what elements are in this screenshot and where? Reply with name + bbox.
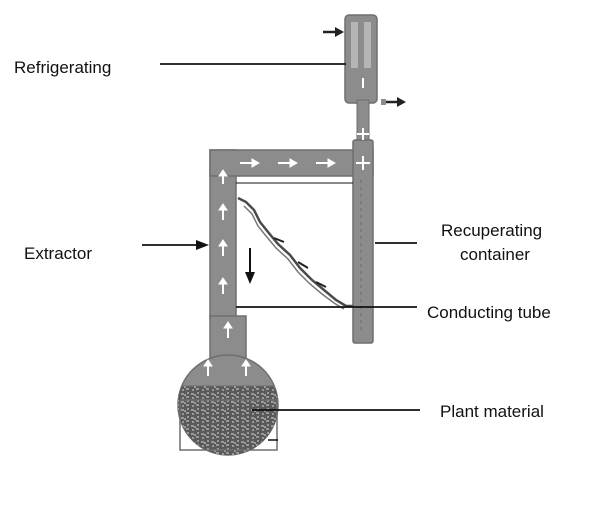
- condenser: [344, 14, 378, 146]
- flow-arrow-icon: [203, 359, 213, 376]
- flow-arrow-icon: [241, 359, 251, 376]
- flow-arrow-icon: [223, 321, 233, 338]
- extractor-arrow-icon: [196, 240, 209, 250]
- label-recuperating-line1: Recuperating: [441, 221, 542, 240]
- flow-arrow-icon: [218, 169, 228, 184]
- flow-arrow-icon: [218, 203, 228, 220]
- coolant-in-arrow-icon: [323, 27, 344, 37]
- flow-arrow-icon: [240, 158, 261, 168]
- flow-arrow-icon: [278, 158, 299, 168]
- leader-lines: [142, 63, 420, 411]
- siphon-tube: [236, 182, 353, 310]
- label-refrigerating: Refrigerating: [14, 58, 111, 77]
- flow-arrow-icon: [356, 156, 370, 170]
- flow-arrow-icon: [316, 158, 337, 168]
- label-extractor: Extractor: [24, 244, 92, 263]
- flow-arrow-icon: [218, 277, 228, 294]
- vapour-tube: [209, 149, 374, 319]
- siphon-down-arrow-icon: [245, 248, 255, 284]
- coolant-out-arrow-icon: [381, 97, 406, 107]
- label-plant-material: Plant material: [440, 402, 544, 421]
- plant-material-fill: [178, 386, 278, 455]
- flow-arrow-icon: [218, 239, 228, 256]
- recuperating-container: [352, 139, 374, 344]
- flow-arrow-icon: [357, 128, 369, 140]
- label-conducting-tube: Conducting tube: [427, 303, 551, 322]
- label-recuperating-line2: container: [460, 245, 530, 264]
